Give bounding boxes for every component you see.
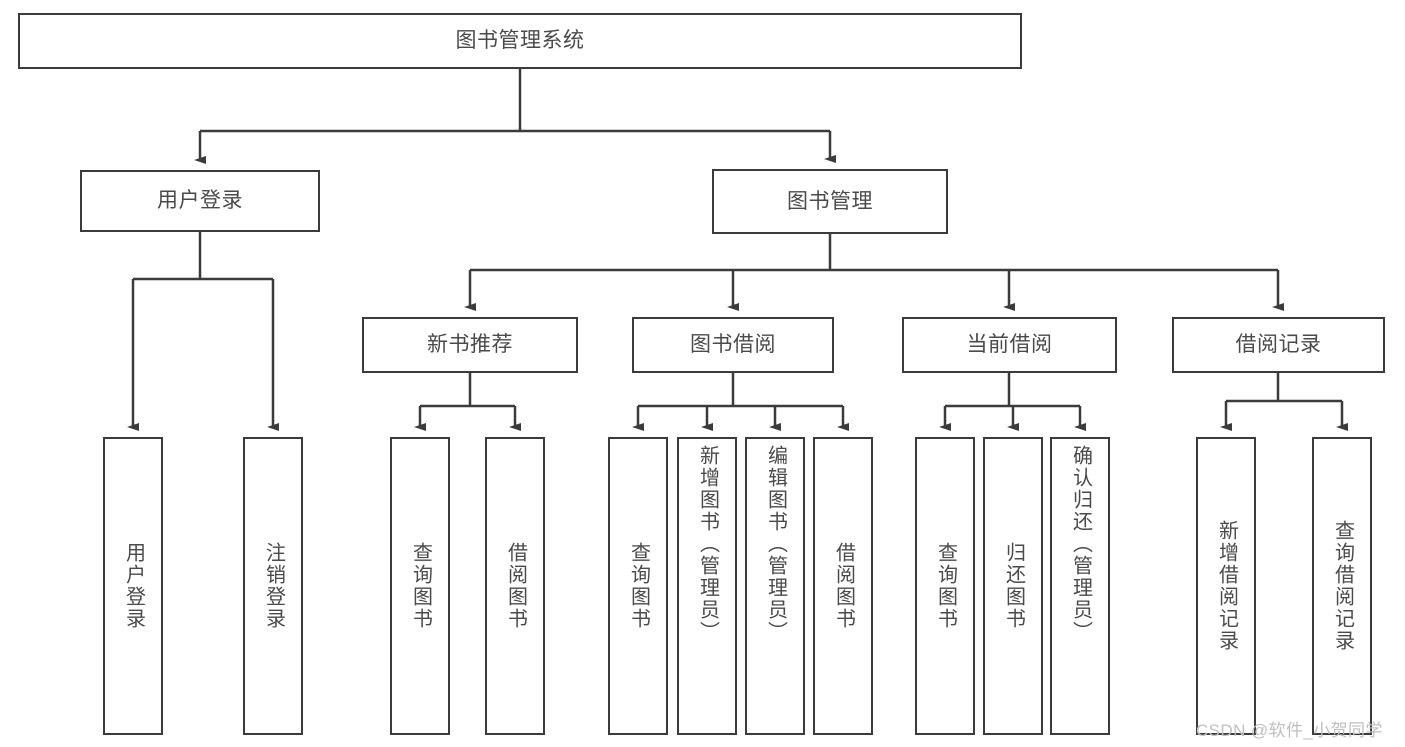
node-leaf-logout[interactable]: 注销登录: [243, 437, 303, 735]
node-leaf-logout-label: 注销登录: [262, 542, 285, 630]
node-leaf-borrow-book-1-label: 借阅图书: [504, 542, 527, 630]
node-book-management[interactable]: 图书管理: [712, 169, 948, 234]
node-user-login-label: 用户登录: [157, 189, 243, 213]
node-book-borrow[interactable]: 图书借阅: [632, 317, 834, 373]
node-leaf-edit-book[interactable]: 编辑图书（管理员）: [745, 437, 805, 735]
node-leaf-borrow-book-2-label: 借阅图书: [832, 542, 855, 630]
node-leaf-query-book-1[interactable]: 查询图书: [390, 437, 450, 735]
node-new-book-recommend-label: 新书推荐: [427, 333, 513, 357]
node-leaf-user-login[interactable]: 用户登录: [103, 437, 163, 735]
node-user-login[interactable]: 用户登录: [80, 170, 320, 232]
node-book-management-label: 图书管理: [787, 189, 873, 213]
node-leaf-edit-book-label: 编辑图书（管理员）: [764, 445, 787, 643]
node-leaf-query-book-3-label: 查询图书: [934, 542, 957, 630]
node-leaf-add-record[interactable]: 新增借阅记录: [1196, 437, 1256, 735]
node-root[interactable]: 图书管理系统: [18, 13, 1022, 69]
node-leaf-query-record[interactable]: 查询借阅记录: [1312, 437, 1372, 735]
node-borrow-record-label: 借阅记录: [1235, 333, 1322, 357]
node-leaf-query-record-label: 查询借阅记录: [1331, 520, 1354, 652]
node-leaf-user-login-label: 用户登录: [122, 542, 145, 630]
node-leaf-add-book-label: 新增图书（管理员）: [696, 445, 719, 643]
node-leaf-query-book-1-label: 查询图书: [409, 542, 432, 630]
node-leaf-confirm-return[interactable]: 确认归还（管理员）: [1050, 437, 1110, 735]
node-leaf-borrow-book-1[interactable]: 借阅图书: [485, 437, 545, 735]
node-leaf-query-book-2[interactable]: 查询图书: [608, 437, 668, 735]
node-current-borrow[interactable]: 当前借阅: [902, 317, 1117, 373]
csdn-watermark: CSDN @软件_小贺同学: [1196, 721, 1383, 740]
node-borrow-record[interactable]: 借阅记录: [1172, 317, 1385, 373]
node-book-borrow-label: 图书借阅: [690, 333, 776, 357]
node-leaf-query-book-2-label: 查询图书: [627, 542, 650, 630]
node-leaf-return-book[interactable]: 归还图书: [983, 437, 1043, 735]
node-leaf-add-book[interactable]: 新增图书（管理员）: [677, 437, 737, 735]
node-leaf-add-record-label: 新增借阅记录: [1215, 520, 1238, 652]
node-leaf-borrow-book-2[interactable]: 借阅图书: [813, 437, 873, 735]
node-root-label: 图书管理系统: [455, 29, 585, 53]
node-leaf-return-book-label: 归还图书: [1002, 542, 1025, 630]
node-new-book-recommend[interactable]: 新书推荐: [362, 317, 578, 373]
node-current-borrow-label: 当前借阅: [966, 333, 1053, 357]
node-leaf-confirm-return-label: 确认归还（管理员）: [1069, 445, 1092, 643]
node-leaf-query-book-3[interactable]: 查询图书: [915, 437, 975, 735]
